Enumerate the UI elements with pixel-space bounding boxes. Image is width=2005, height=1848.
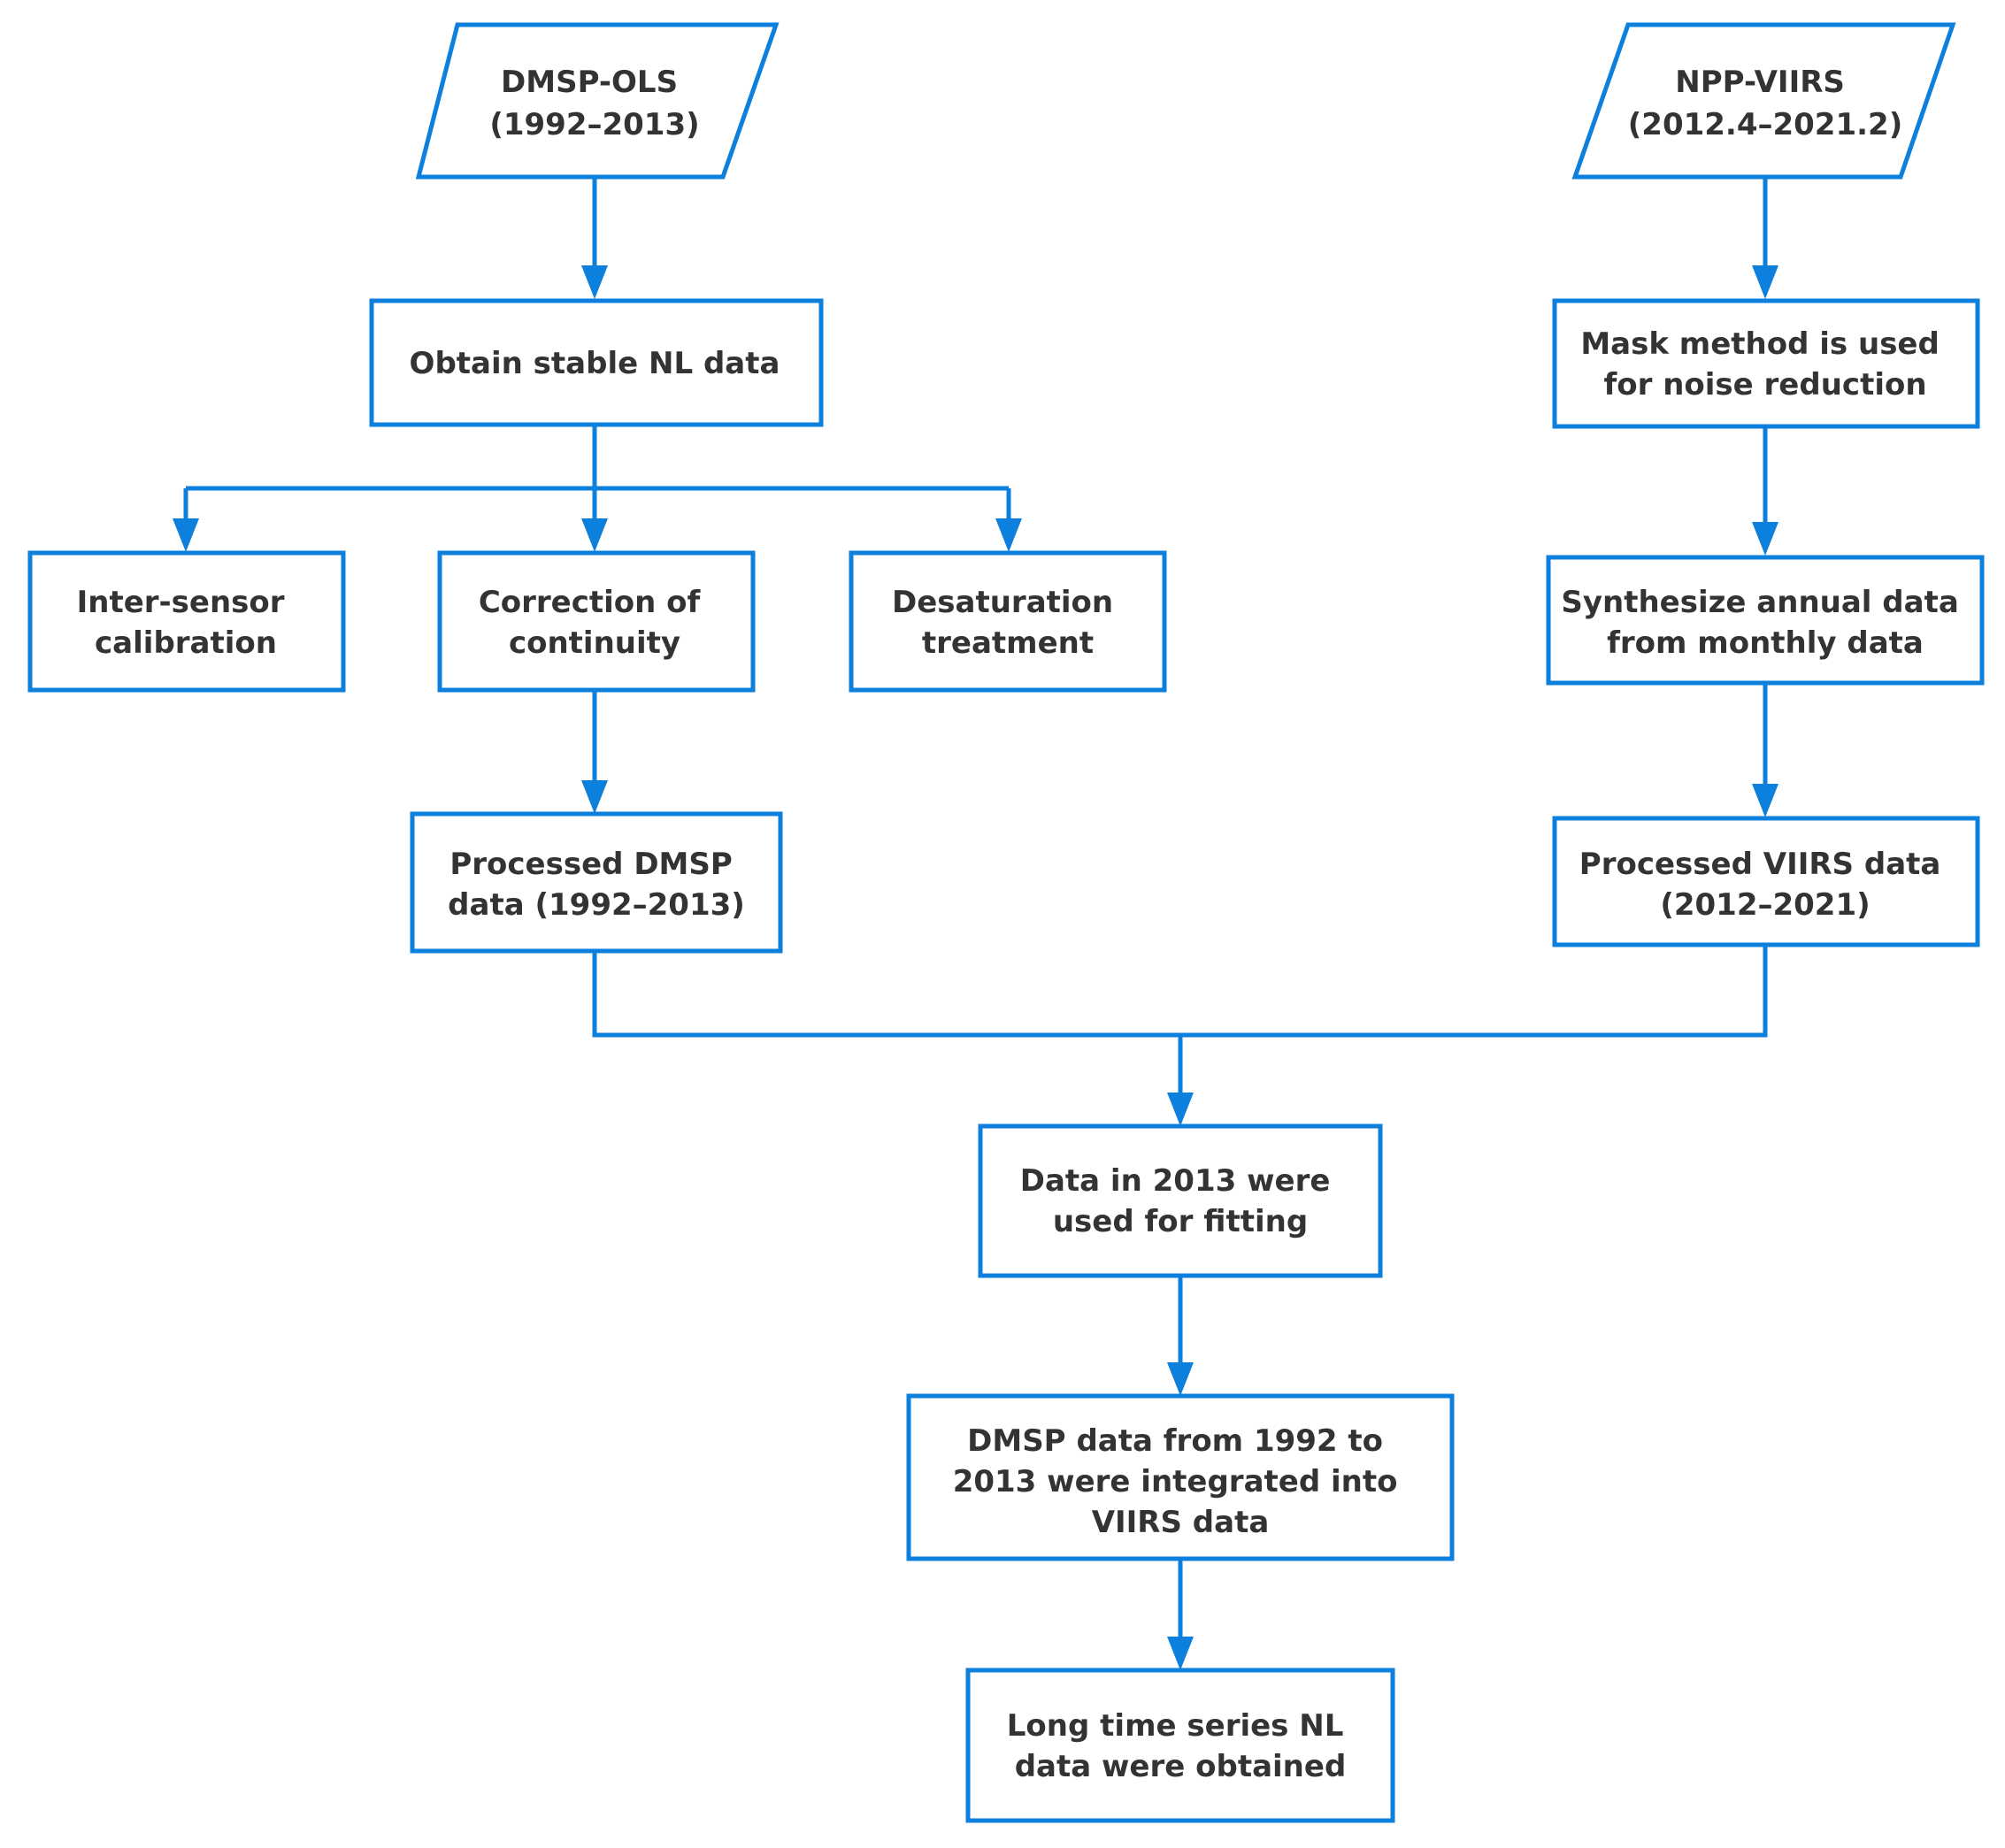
node-label-line: used for fitting bbox=[1053, 1204, 1308, 1239]
node-label-line: from monthly data bbox=[1607, 625, 1924, 661]
node-processed-viirs: Processed VIIRS data (2012–2021) bbox=[1552, 816, 1980, 947]
node-label-line: continuity bbox=[509, 625, 680, 661]
process-box bbox=[1552, 298, 1980, 429]
node-label-line: data (1992–2013) bbox=[448, 887, 745, 923]
node-label-line: Processed DMSP bbox=[449, 847, 732, 882]
process-box bbox=[410, 811, 783, 954]
node-label-line: Data in 2013 were bbox=[1020, 1163, 1331, 1199]
node-fitting: Data in 2013 were used for fitting bbox=[978, 1123, 1383, 1278]
arrowhead bbox=[1167, 1093, 1194, 1126]
arrowhead bbox=[1752, 265, 1778, 299]
node-label-line: data were obtained bbox=[1015, 1749, 1347, 1784]
connectors bbox=[173, 177, 1778, 1670]
arrowhead bbox=[173, 518, 199, 552]
input-parallelogram bbox=[1571, 22, 1956, 180]
input-parallelogram bbox=[415, 22, 780, 180]
node-label-line: calibration bbox=[95, 625, 277, 661]
svg-text:Processed DMSP data (199: Processed DMSP data (1992–2013) bbox=[448, 847, 745, 923]
node-label-line: DMSP data from 1992 to bbox=[967, 1423, 1383, 1459]
svg-text:Data in 2013 were used f: Data in 2013 were used for fitting bbox=[1020, 1163, 1341, 1239]
svg-text:Inter-sensor calibration: Inter-sensor calibration bbox=[77, 585, 296, 661]
process-box bbox=[1552, 816, 1980, 947]
terminal-box bbox=[965, 1668, 1395, 1823]
node-label-line: Synthesize annual data bbox=[1561, 585, 1958, 620]
node-final: Long time series NL data were obtained bbox=[965, 1668, 1395, 1823]
arrowhead bbox=[1752, 784, 1778, 817]
node-correction: Correction of continuity bbox=[437, 550, 756, 693]
process-box bbox=[27, 550, 346, 693]
node-integrated: DMSP data from 1992 to 2013 were integra… bbox=[906, 1393, 1455, 1561]
edge-obtain-branches bbox=[183, 425, 1011, 518]
node-label-line: treatment bbox=[922, 625, 1094, 661]
node-desaturation: Desaturation treatment bbox=[849, 550, 1167, 693]
process-box bbox=[906, 1393, 1455, 1561]
node-label-line: Correction of bbox=[479, 585, 702, 620]
svg-text:Correction of continuity: Correction of continuity bbox=[479, 585, 711, 661]
node-processed-dmsp: Processed DMSP data (1992–2013) bbox=[410, 811, 783, 954]
arrowhead bbox=[995, 518, 1022, 552]
node-viirs-source: NPP-VIIRS (2012.4–2021.2) bbox=[1571, 22, 1956, 180]
node-label-line: NPP-VIIRS bbox=[1675, 65, 1845, 100]
process-box bbox=[1546, 555, 1985, 686]
node-label-line: (1992–2013) bbox=[489, 107, 699, 142]
node-label-line: Desaturation bbox=[892, 585, 1113, 620]
node-obtain-stable: Obtain stable NL data bbox=[369, 298, 824, 427]
node-mask-method: Mask method is used for noise reduction bbox=[1552, 298, 1980, 429]
arrowhead bbox=[581, 518, 608, 552]
node-label-line: Inter-sensor bbox=[77, 585, 285, 620]
node-label-line: Long time series NL bbox=[1007, 1708, 1344, 1744]
arrowhead bbox=[1752, 522, 1778, 556]
node-label-line: (2012.4–2021.2) bbox=[1628, 107, 1902, 142]
svg-text:Long time series NL data: Long time series NL data were obtained bbox=[1007, 1708, 1354, 1784]
process-box bbox=[849, 550, 1167, 693]
node-label-line: VIIRS data bbox=[1092, 1505, 1270, 1540]
arrowhead bbox=[581, 265, 608, 299]
process-box bbox=[437, 550, 756, 693]
process-box bbox=[978, 1123, 1383, 1278]
arrowhead bbox=[581, 780, 608, 814]
node-label-line: (2012–2021) bbox=[1660, 887, 1870, 923]
arrowhead bbox=[1167, 1637, 1194, 1670]
node-label-line: DMSP-OLS bbox=[501, 65, 678, 100]
node-dmsp-source: DMSP-OLS (1992–2013) bbox=[415, 22, 780, 180]
node-synthesize: Synthesize annual data from monthly data bbox=[1546, 555, 1985, 686]
node-label-line: Processed VIIRS data bbox=[1579, 847, 1941, 882]
svg-text:NPP-VIIRS (2012.4–2021.2: NPP-VIIRS (2012.4–2021.2) bbox=[1628, 65, 1902, 142]
node-label-line: Obtain stable NL data bbox=[410, 346, 780, 381]
node-inter-sensor: Inter-sensor calibration bbox=[27, 550, 346, 693]
svg-text:Desaturation treatment: Desaturation treatment bbox=[892, 585, 1124, 661]
process-box bbox=[369, 298, 824, 427]
node-label-line: for noise reduction bbox=[1603, 367, 1926, 403]
node-label-line: Mask method is used bbox=[1580, 326, 1940, 362]
node-label-line: 2013 were integrated into bbox=[953, 1464, 1398, 1499]
edge-merge-to-fitting bbox=[592, 945, 1768, 1093]
svg-text:Synthesize annual data f: Synthesize annual data from monthly data bbox=[1561, 585, 1969, 661]
svg-text:Obtain stable NL data: Obtain stable NL data bbox=[410, 346, 780, 381]
svg-text:Processed VIIRS data (20: Processed VIIRS data (2012–2021) bbox=[1579, 847, 1951, 923]
svg-text:Mask method is used for: Mask method is used for noise reduction bbox=[1580, 326, 1949, 403]
svg-text:DMSP data from 1992 to 2: DMSP data from 1992 to 2013 were integra… bbox=[953, 1423, 1409, 1540]
arrowhead bbox=[1167, 1362, 1194, 1396]
svg-text:DMSP-OLS (1992–2013): DMSP-OLS (1992–2013) bbox=[489, 65, 699, 142]
